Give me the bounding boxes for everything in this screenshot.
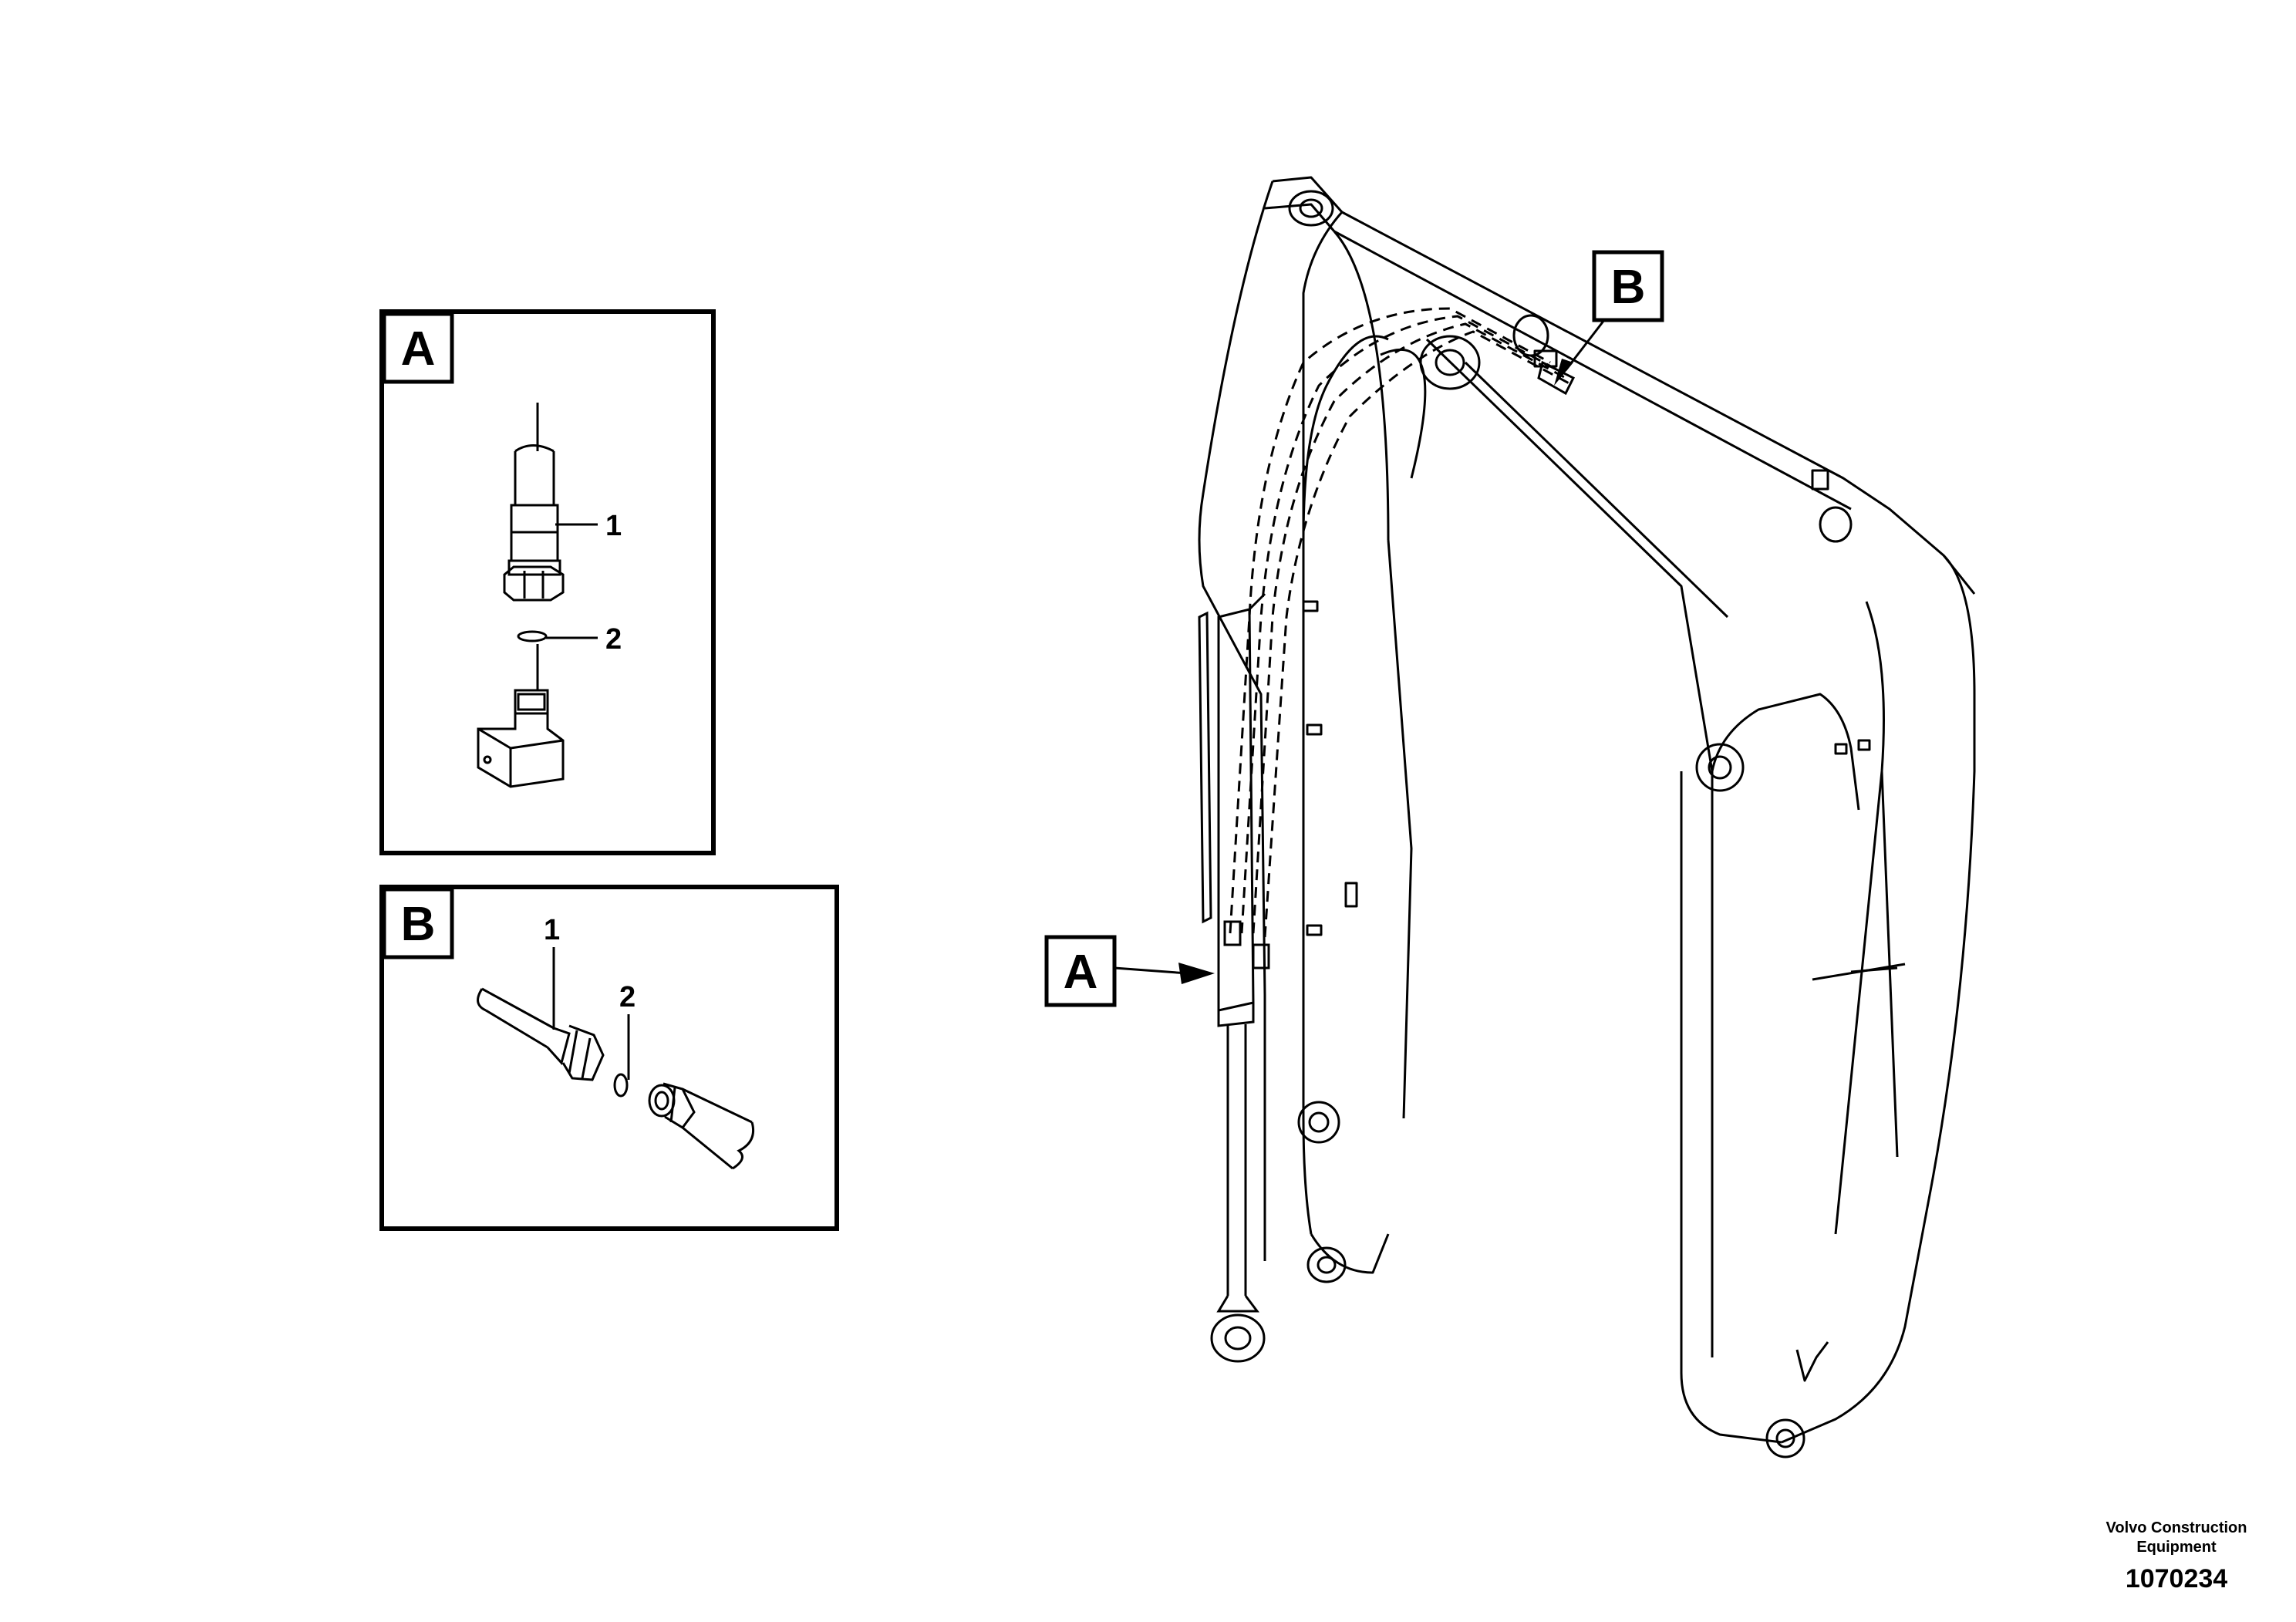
main-callout-b-letter: B [1611, 261, 1646, 314]
company-name-line1: Volvo Construction [2106, 1519, 2247, 1536]
main-callout-b-leader [1564, 319, 1606, 371]
company-name-line2: Equipment [2136, 1539, 2217, 1556]
detail-b-adapter-tube [648, 1082, 755, 1170]
main-callout-b-arrow [1554, 359, 1573, 386]
detail-a-callout-2: 2 [605, 623, 622, 656]
detail-a-letter-box [382, 312, 454, 384]
detail-b-frame [379, 885, 839, 1231]
detail-b-panel: B 1 2 [379, 885, 839, 1231]
detail-a-callout-1: 1 [605, 510, 622, 542]
detail-b-callout-2: 2 [619, 981, 636, 1013]
detail-a-elbow-connector [477, 644, 565, 788]
detail-b-letter-box [382, 887, 454, 959]
detail-a-o-ring [517, 630, 548, 642]
main-callout-b-box [1592, 250, 1664, 322]
main-callout-a: A [1044, 935, 1215, 1007]
hose-fittings [1223, 360, 1576, 969]
drawing-number: 1070234 [2126, 1564, 2227, 1593]
detail-b-hose-fitting [477, 987, 605, 1081]
detail-a-hose-fitting [503, 403, 565, 602]
main-callout-a-leader [1114, 966, 1188, 975]
title-block: Volvo Construction Equipment 1070234 [2106, 1519, 2247, 1593]
boom-assembly [1198, 176, 1976, 1458]
detail-b-o-ring [613, 1073, 629, 1098]
main-callout-b: B [1554, 250, 1664, 386]
detail-a-frame [379, 309, 716, 855]
hydraulic-hoses [1229, 307, 1574, 938]
boom-cylinder [1198, 592, 1266, 1363]
detail-a-letter: A [401, 322, 436, 376]
detail-b-callout-1: 1 [544, 914, 560, 946]
detail-a-panel: A 1 2 [379, 309, 716, 855]
main-callout-a-arrow [1178, 963, 1215, 984]
main-callout-a-letter: A [1064, 946, 1098, 999]
main-callout-a-box [1044, 935, 1117, 1007]
detail-b-letter: B [401, 898, 436, 951]
